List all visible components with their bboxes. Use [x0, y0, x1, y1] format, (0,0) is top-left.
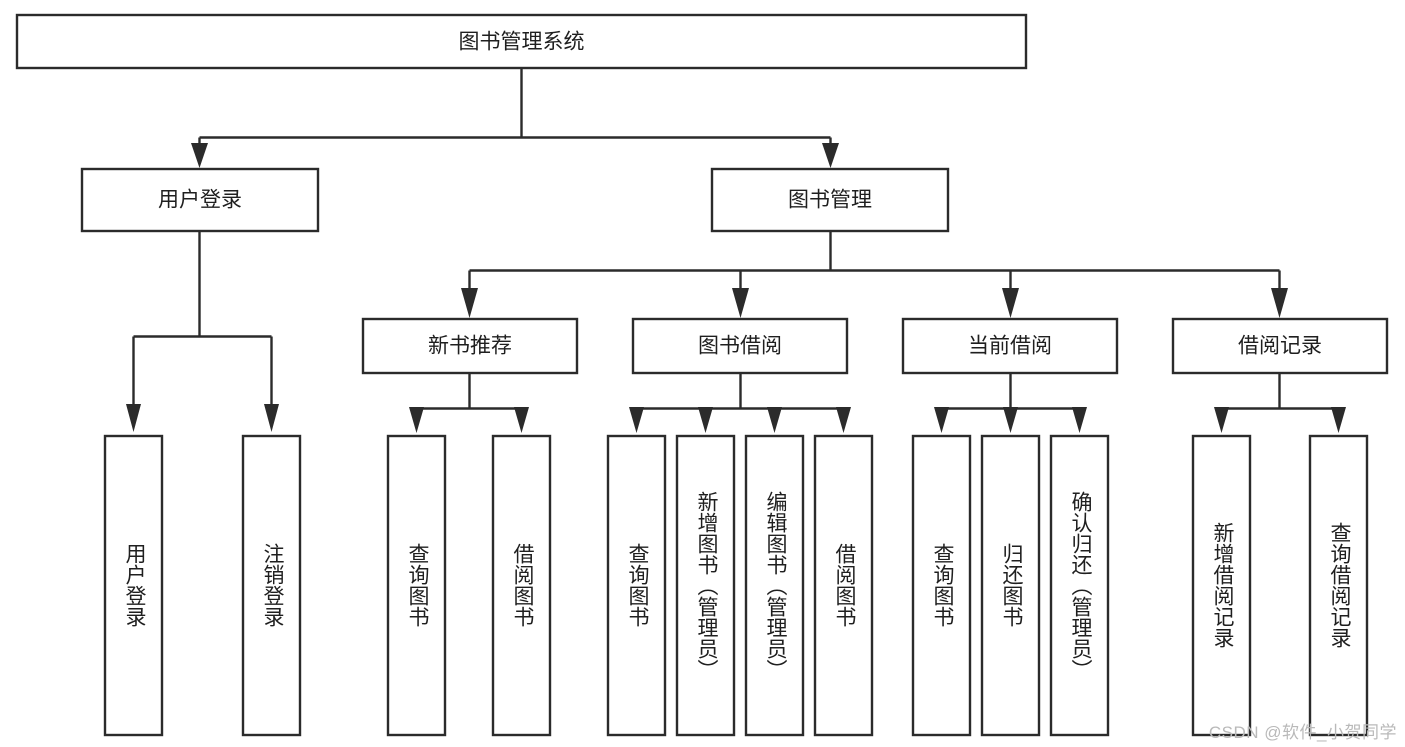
- node-book-borrow[interactable]: 图书借阅: [631, 317, 849, 375]
- arrow-head-current-borrow-leaf-0: [934, 407, 949, 433]
- arrow-head-book-borrow-leaf-0: [629, 407, 644, 433]
- leaf-current-borrow-0[interactable]: 查询图书: [911, 434, 972, 737]
- arrow-head-new-book-leaf-1: [514, 407, 529, 433]
- arrow-head-level3-0: [461, 288, 478, 318]
- node-current-borrow[interactable]: 当前借阅: [901, 317, 1119, 375]
- leaf-book-borrow-2[interactable]: 编辑图书（管理员）: [744, 434, 805, 737]
- leaf-borrow-record-1-box[interactable]: [1308, 434, 1369, 737]
- leaf-book-borrow-2-box[interactable]: [744, 434, 805, 737]
- leaf-user-login-1-box[interactable]: [241, 434, 302, 737]
- arrow-head-book-manage: [822, 143, 839, 168]
- node-borrow-record-box[interactable]: [1171, 317, 1389, 375]
- connector-group-book-borrow: [629, 373, 851, 433]
- node-current-borrow-label: 当前借阅: [968, 335, 1052, 358]
- leaf-book-borrow-1-label: 新增图书（管理员）: [695, 491, 719, 680]
- leaf-current-borrow-0-box[interactable]: [911, 434, 972, 737]
- leaf-book-borrow-3-box[interactable]: [813, 434, 874, 737]
- node-new-book-recommend[interactable]: 新书推荐: [361, 317, 579, 375]
- arrow-head-user-login-leaf-0: [126, 404, 141, 432]
- connector-group-current-borrow: [934, 373, 1087, 433]
- node-user-login[interactable]: 用户登录: [80, 167, 320, 233]
- leaf-book-borrow-3[interactable]: 借阅图书: [813, 434, 874, 737]
- node-book-manage-label: 图书管理: [788, 189, 872, 212]
- leaf-book-borrow-0-label: 查询图书: [626, 543, 650, 627]
- arrow-head-book-borrow-leaf-2: [767, 407, 782, 433]
- leaf-new-book-0[interactable]: 查询图书: [386, 434, 447, 737]
- node-root-label: 图书管理系统: [459, 31, 585, 54]
- node-book-manage[interactable]: 图书管理: [710, 167, 950, 233]
- arrow-head-user-login: [191, 143, 208, 168]
- leaf-current-borrow-1-box[interactable]: [980, 434, 1041, 737]
- leaf-new-book-0-label: 查询图书: [406, 543, 430, 627]
- leaf-borrow-record-1[interactable]: 查询借阅记录: [1308, 434, 1369, 737]
- leaf-user-login-1[interactable]: 注销登录: [241, 434, 302, 737]
- leaf-book-borrow-0[interactable]: 查询图书: [606, 434, 667, 737]
- node-user-login-label: 用户登录: [158, 189, 242, 212]
- node-book-manage-box[interactable]: [710, 167, 950, 233]
- node-new-book-recommend-box[interactable]: [361, 317, 579, 375]
- connector-group-new-book: [409, 373, 529, 433]
- leaf-current-borrow-2-label: 确认归还（管理员）: [1069, 491, 1093, 680]
- leaf-book-borrow-1-box[interactable]: [675, 434, 736, 737]
- arrow-head-book-borrow-leaf-1: [698, 407, 713, 433]
- leaf-borrow-record-0-label: 新增借阅记录: [1211, 522, 1235, 648]
- arrow-head-user-login-leaf-1: [264, 404, 279, 432]
- leaf-new-book-0-box[interactable]: [386, 434, 447, 737]
- arrow-head-level3-2: [1002, 288, 1019, 318]
- arrow-head-book-borrow-leaf-3: [836, 407, 851, 433]
- leaf-borrow-record-1-label: 查询借阅记录: [1328, 522, 1352, 648]
- leaf-book-borrow-3-label: 借阅图书: [833, 543, 857, 627]
- node-root[interactable]: 图书管理系统: [15, 13, 1028, 70]
- arrow-head-borrow-record-leaf-1: [1331, 407, 1346, 433]
- leaf-user-login-1-label: 注销登录: [261, 543, 285, 627]
- leaf-book-borrow-0-box[interactable]: [606, 434, 667, 737]
- node-user-login-box[interactable]: [80, 167, 320, 233]
- arrow-head-current-borrow-leaf-1: [1003, 407, 1018, 433]
- leaf-new-book-1-box[interactable]: [491, 434, 552, 737]
- node-borrow-record[interactable]: 借阅记录: [1171, 317, 1389, 375]
- node-new-book-recommend-label: 新书推荐: [428, 335, 512, 358]
- arrow-head-borrow-record-leaf-0: [1214, 407, 1229, 433]
- leaf-user-login-0[interactable]: 用户登录: [103, 434, 164, 737]
- leaf-current-borrow-1-label: 归还图书: [1000, 543, 1024, 627]
- connector-group-borrow-record: [1214, 373, 1346, 433]
- arrow-head-new-book-leaf-0: [409, 407, 424, 433]
- node-root-box[interactable]: [15, 13, 1028, 70]
- leaf-borrow-record-0[interactable]: 新增借阅记录: [1191, 434, 1252, 737]
- arrow-head-level3-3: [1271, 288, 1288, 318]
- leaf-new-book-1[interactable]: 借阅图书: [491, 434, 552, 737]
- leaf-book-borrow-1[interactable]: 新增图书（管理员）: [675, 434, 736, 737]
- leaf-current-borrow-2[interactable]: 确认归还（管理员）: [1049, 434, 1110, 737]
- leaf-current-borrow-2-box[interactable]: [1049, 434, 1110, 737]
- node-borrow-record-label: 借阅记录: [1238, 335, 1322, 358]
- leaf-current-borrow-1[interactable]: 归还图书: [980, 434, 1041, 737]
- connector-group-root: [191, 69, 839, 168]
- connector-group-book-manage: [461, 232, 1288, 318]
- leaf-user-login-0-box[interactable]: [103, 434, 164, 737]
- arrow-head-current-borrow-leaf-2: [1072, 407, 1087, 433]
- leaf-user-login-0-label: 用户登录: [123, 543, 147, 627]
- node-book-borrow-label: 图书借阅: [698, 335, 782, 358]
- leaf-current-borrow-0-label: 查询图书: [931, 543, 955, 627]
- leaf-new-book-1-label: 借阅图书: [511, 543, 535, 627]
- connector-group-user-login: [126, 232, 279, 432]
- arrow-head-level3-1: [732, 288, 749, 318]
- node-book-borrow-box[interactable]: [631, 317, 849, 375]
- leaf-book-borrow-2-label: 编辑图书（管理员）: [764, 491, 788, 680]
- leaf-borrow-record-0-box[interactable]: [1191, 434, 1252, 737]
- node-current-borrow-box[interactable]: [901, 317, 1119, 375]
